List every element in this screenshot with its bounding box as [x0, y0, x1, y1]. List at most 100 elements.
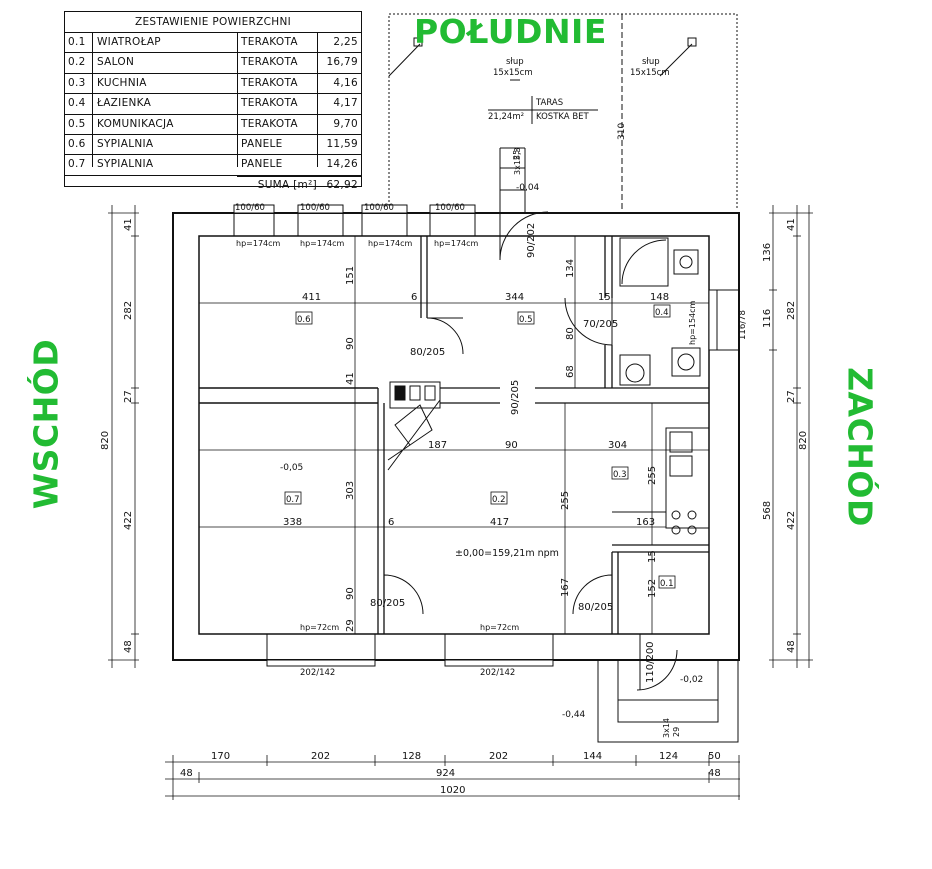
room-tags	[284, 304, 676, 589]
dimension: 151	[345, 266, 356, 285]
sill-height: hp=154cm	[688, 300, 697, 345]
table-row: 0.4 ŁAZIENKA TERAKOTA 4,17	[65, 94, 361, 115]
terrace-post-label: słup	[506, 57, 524, 67]
table-cell: SALON	[97, 56, 135, 69]
dimension: 344	[505, 292, 524, 303]
dimension: 820	[100, 431, 111, 450]
dimension: 124	[659, 751, 678, 762]
table-cell: 0.1	[68, 36, 86, 48]
sill-height: hp=72cm	[480, 623, 519, 632]
table-cell: 11,59	[326, 137, 358, 150]
table-cell: 62,92	[326, 178, 358, 191]
table-cell: 14,26	[326, 158, 358, 171]
dimension: 144	[583, 751, 602, 762]
entrance-step	[597, 659, 739, 743]
table-cell: ŁAZIENKA	[97, 97, 152, 110]
terrace-post-size: 15x15cm	[493, 68, 533, 78]
table-row: 0.7 SYPIALNIA PANELE 14,26	[65, 155, 361, 176]
room-tag: 0.6	[297, 315, 311, 325]
window-label: 202/142	[480, 668, 515, 678]
door-label: 80/205	[410, 347, 445, 358]
dimension: 338	[283, 517, 302, 528]
table-cell: 0.5	[68, 117, 86, 130]
entrance-step-size: 3x14	[662, 718, 671, 738]
dimension: 568	[762, 501, 773, 520]
door-label: 90/205	[510, 380, 521, 415]
table-cell: 4,17	[333, 97, 358, 110]
dimension: 27	[786, 390, 797, 403]
level-mark: -0,44	[562, 710, 586, 720]
window-label: 100/60	[364, 203, 394, 213]
table-cell: 9,70	[333, 117, 358, 130]
dimension: 1020	[440, 785, 465, 796]
dimension: 422	[123, 511, 134, 530]
dimension: 15	[647, 550, 658, 563]
terrace-level: -0,04	[516, 183, 540, 193]
door-label: 80/205	[578, 602, 613, 613]
table-cell: 2,25	[333, 36, 358, 48]
dimension: 6	[388, 517, 394, 528]
dimension: 41	[345, 372, 356, 385]
table-cell: 0.7	[68, 158, 86, 171]
window-label: 202/142	[300, 668, 335, 678]
table-cell: 0.6	[68, 137, 86, 150]
dimension: 27	[123, 390, 134, 403]
terrace-surface: KOSTKA BET	[536, 112, 590, 122]
bathroom-fixtures	[619, 237, 701, 535]
table-cell: PANELE	[241, 137, 283, 150]
dimension: 411	[302, 292, 321, 303]
sill-height: hp=174cm	[434, 239, 479, 248]
dimension: 304	[608, 440, 627, 451]
entrance-step-height: 29	[672, 727, 681, 737]
door-label: 80/205	[370, 598, 405, 609]
table-cell: PANELE	[241, 158, 283, 171]
inner-dimension-lines	[199, 236, 709, 634]
table-cell: WIATROŁAP	[97, 36, 161, 48]
room-tag: 0.2	[492, 495, 506, 505]
dimension: 41	[123, 218, 134, 231]
dimension: 163	[636, 517, 655, 528]
room-tag: 0.1	[660, 579, 674, 589]
direction-south: POŁUDNIE	[414, 12, 607, 51]
table-cell: TERAKOTA	[241, 36, 298, 48]
sill-height: hp=174cm	[368, 239, 413, 248]
dimension: 68	[565, 365, 576, 378]
dimension: 148	[650, 292, 669, 303]
bottom-dimension-chains	[165, 755, 740, 800]
window-label: 116/78	[738, 310, 748, 340]
dimension: 167	[560, 578, 571, 597]
dimension: 152	[647, 579, 658, 598]
table-cell: TERAKOTA	[241, 76, 298, 89]
door-label: 70/205	[583, 319, 618, 330]
terrace-post-label: słup	[642, 57, 660, 67]
table-cell: 0.4	[68, 97, 86, 110]
table-cell: TERAKOTA	[241, 97, 298, 110]
left-dimension-chains	[108, 205, 139, 668]
table-cell: 16,79	[326, 56, 358, 69]
dimension: 90	[345, 587, 356, 600]
window-label: 100/60	[235, 203, 265, 213]
dimension: 134	[565, 259, 576, 278]
sill-height: hp=72cm	[300, 623, 339, 632]
dimension: 282	[786, 301, 797, 320]
dimension: 29	[345, 619, 356, 632]
dimension: 170	[211, 751, 230, 762]
dimension: 50	[708, 751, 721, 762]
terrace-area: 21,24m²	[488, 112, 524, 122]
dimension: 303	[345, 481, 356, 500]
dimension: 255	[647, 466, 658, 485]
terrace-depth: 310	[617, 123, 627, 140]
table-row: 0.1 WIATROŁAP TERAKOTA 2,25	[65, 33, 361, 54]
dimension: 282	[123, 301, 134, 320]
table-cell: KOMUNIKACJA	[97, 117, 174, 130]
dimension: 90	[505, 440, 518, 451]
dimension: 202	[489, 751, 508, 762]
terrace	[388, 13, 738, 212]
table-cell: SYPIALNIA	[97, 137, 154, 150]
table-cell: SUMA [m²]	[257, 178, 317, 191]
chimney-stairs	[387, 381, 441, 471]
table-cell: SYPIALNIA	[97, 158, 154, 171]
